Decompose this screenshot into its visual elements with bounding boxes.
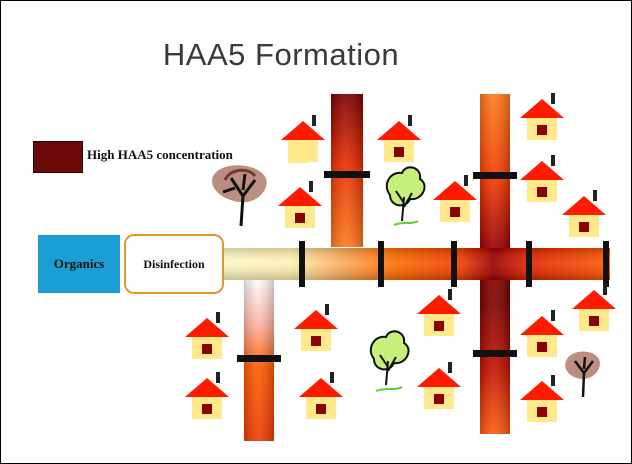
tree-icon (369, 330, 410, 392)
legend-label: High HAA5 concentration (87, 147, 233, 162)
main-pipe (222, 241, 610, 287)
bush-icon (212, 165, 267, 227)
house-icon (278, 181, 322, 228)
house-icon (288, 145, 308, 163)
house-icon (562, 190, 606, 237)
organics-box: Organics (38, 235, 120, 293)
house-icon (417, 289, 461, 336)
house-icon (520, 310, 564, 357)
house-icon (299, 372, 343, 419)
house-icon (185, 312, 229, 359)
house-icon (520, 375, 564, 422)
house-icon (433, 175, 477, 222)
house-icon (572, 284, 616, 331)
pipe-branch-south (237, 277, 281, 441)
house-icon (520, 93, 564, 140)
house-icon (377, 115, 421, 162)
bush-icon (565, 351, 600, 398)
house-icon (417, 362, 461, 409)
house-icon (185, 372, 229, 419)
legend-swatch (33, 141, 83, 173)
slide-title: HAA5 Formation (162, 37, 400, 72)
house-icon (520, 155, 564, 202)
disinfection-box: Disinfection (124, 234, 224, 294)
pipe-branch-north-1 (324, 94, 370, 247)
house-icon (294, 304, 338, 351)
tree-icon (385, 166, 426, 226)
